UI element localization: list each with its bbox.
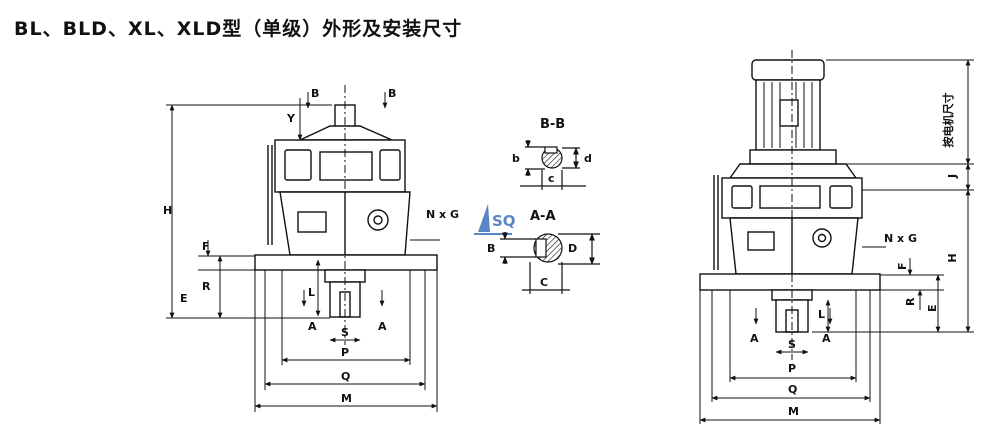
left-dim-P: P bbox=[341, 346, 349, 359]
right-base-flange bbox=[699, 273, 881, 291]
left-dim-Y: Y bbox=[286, 112, 296, 125]
section-bb-dim-d: d bbox=[584, 152, 592, 165]
left-dim-E: E bbox=[180, 292, 188, 305]
right-dim-P: P bbox=[788, 362, 796, 375]
section-bb-dim-b: b bbox=[512, 152, 520, 165]
right-dim-R: R bbox=[904, 297, 917, 306]
section-aa-view bbox=[500, 232, 600, 294]
section-bb-dim-c: c bbox=[548, 172, 555, 185]
right-motor-top bbox=[751, 59, 825, 81]
right-dim-motor-size: 按电机尺寸 bbox=[941, 93, 955, 148]
right-dim-Q: Q bbox=[788, 383, 797, 396]
left-dim-Q: Q bbox=[341, 370, 350, 383]
section-bb-view bbox=[520, 140, 586, 190]
left-dim-R: R bbox=[202, 280, 211, 293]
logo-text: SQ bbox=[492, 212, 516, 230]
right-dim-H: H bbox=[946, 253, 959, 262]
left-dim-F: F bbox=[202, 240, 210, 253]
right-dim-E: E bbox=[926, 304, 939, 312]
right-dim-L: L bbox=[818, 308, 825, 321]
left-base-flange bbox=[254, 254, 438, 271]
right-dim-S: S bbox=[788, 338, 796, 351]
section-bb-title: B-B bbox=[540, 117, 565, 132]
left-reducer-view bbox=[254, 104, 438, 318]
right-lower-casing bbox=[729, 217, 859, 275]
right-section-mark-a-left: A bbox=[750, 332, 759, 345]
section-aa-dim-B: B bbox=[487, 242, 495, 255]
right-dim-NxG: N x G bbox=[884, 232, 917, 245]
left-dim-S: S bbox=[341, 326, 349, 339]
section-aa-dim-C: C bbox=[540, 276, 548, 289]
left-section-mark-b-left: B bbox=[311, 87, 319, 100]
right-reducer-view bbox=[699, 59, 881, 333]
right-dim-M: M bbox=[788, 405, 799, 418]
left-dim-M: M bbox=[341, 392, 352, 405]
left-dim-H: H bbox=[163, 204, 172, 217]
left-section-mark-a-right: A bbox=[378, 320, 387, 333]
left-section-mark-a-left: A bbox=[308, 320, 317, 333]
left-dim-NxG: N x G bbox=[426, 208, 459, 221]
section-aa-dim-D: D bbox=[568, 242, 577, 255]
right-section-mark-a-right: A bbox=[822, 332, 831, 345]
right-dim-F: F bbox=[896, 262, 909, 270]
left-upper-casing bbox=[274, 139, 406, 193]
right-dim-J: J bbox=[946, 174, 959, 179]
sq-logo: SQ bbox=[474, 204, 516, 235]
left-dim-L: L bbox=[308, 286, 315, 299]
section-aa-title: A-A bbox=[530, 209, 556, 224]
drawing-title: BL、BLD、XL、XLD型（单级）外形及安装尺寸 bbox=[14, 18, 463, 40]
left-section-mark-b-right: B bbox=[388, 87, 396, 100]
